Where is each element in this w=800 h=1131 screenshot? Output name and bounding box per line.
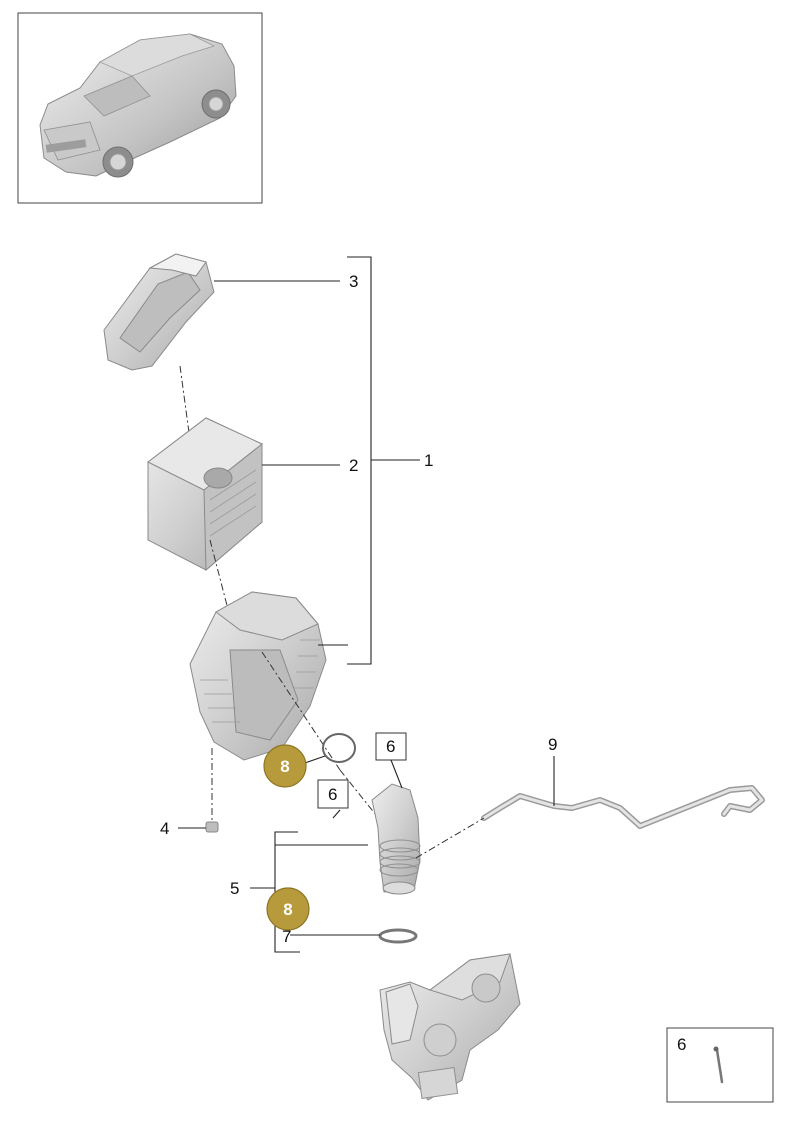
callout-5: 5 <box>230 879 239 898</box>
badge-8-upper[interactable]: 8 <box>263 744 307 788</box>
callout-2: 2 <box>349 456 358 475</box>
callout-7: 7 <box>282 927 291 946</box>
callout-6-box-lower: 6 <box>317 779 349 809</box>
inset-detail-6 <box>666 1027 774 1103</box>
badge-8-lower[interactable]: 8 <box>266 887 310 931</box>
svg-text:6: 6 <box>328 785 337 804</box>
callout-6-box-upper: 6 <box>375 732 407 761</box>
part-turbocharger <box>379 953 521 1101</box>
part-9-vent-hose <box>481 756 765 829</box>
callout-1: 1 <box>424 451 433 470</box>
callout-6-inset: 6 <box>677 1035 686 1054</box>
bracket-assembly-5 <box>250 831 368 953</box>
part-intake-elbow <box>371 783 421 895</box>
car-illustration <box>39 33 237 178</box>
part-2-filter-element <box>147 417 340 572</box>
part-seal-ring <box>301 733 356 765</box>
svg-text:8: 8 <box>283 900 292 919</box>
part-4-grommet <box>178 821 219 833</box>
callout-4: 4 <box>160 819 169 838</box>
part-7-hose-clamp <box>290 928 418 944</box>
svg-text:6: 6 <box>386 737 395 756</box>
vehicle-thumbnail <box>17 12 263 204</box>
callout-3: 3 <box>349 272 358 291</box>
part-housing-lower <box>189 591 348 761</box>
svg-text:8: 8 <box>280 757 289 776</box>
part-3-intake-cover <box>103 253 340 371</box>
callout-9: 9 <box>548 735 557 754</box>
bracket-assembly-1 <box>347 256 420 665</box>
